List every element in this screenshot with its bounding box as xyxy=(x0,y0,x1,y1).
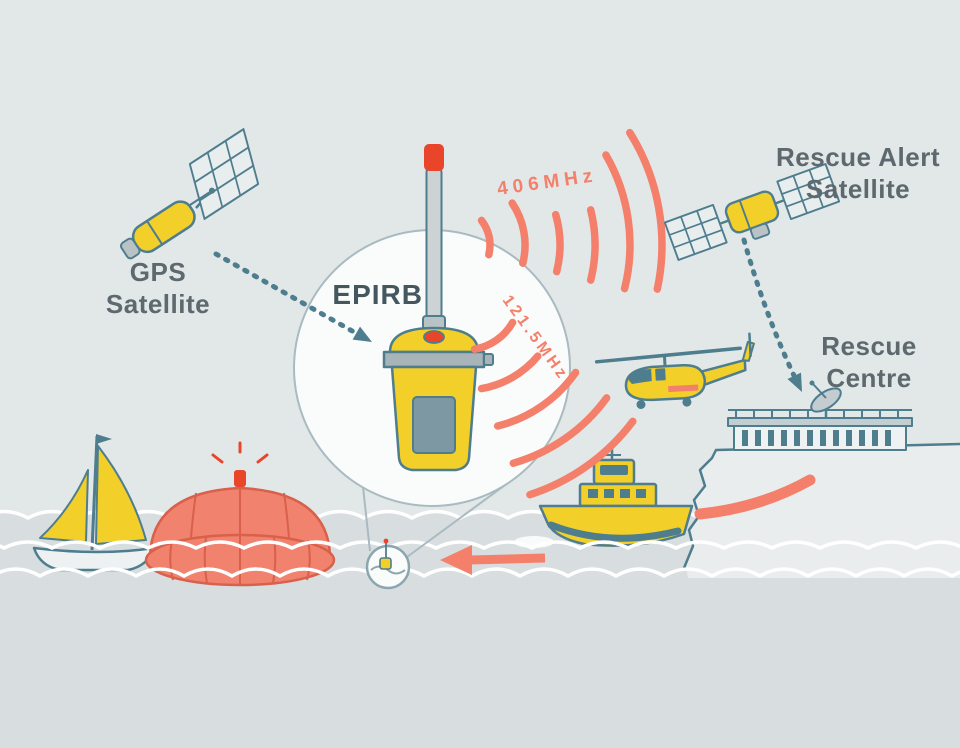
mini-wave xyxy=(370,565,406,575)
cliff xyxy=(686,444,960,578)
wave-line-low xyxy=(0,567,960,579)
epirb-device xyxy=(382,144,494,472)
rescue-dispatch-arrow xyxy=(694,474,816,520)
tail-rotor xyxy=(748,332,752,357)
epirb-antenna-tip xyxy=(424,144,444,171)
rotor-blade xyxy=(594,346,742,364)
gps-label-line2: Satellite xyxy=(106,289,210,319)
building-windows xyxy=(742,430,891,446)
raft-light-rays-icon xyxy=(211,441,269,464)
wave-line-mid xyxy=(0,540,960,550)
satellite-sensor xyxy=(749,222,771,240)
sailboat-hull xyxy=(32,546,156,572)
sail-fore xyxy=(95,445,147,545)
side-window xyxy=(655,368,666,381)
signal-arcs-121 xyxy=(470,318,637,499)
mini-beacon-tip xyxy=(383,538,389,544)
epirb-collar-band xyxy=(382,350,486,369)
rescue-alert-satellite-icon xyxy=(663,163,841,261)
rescue-centre-label-line1: Rescue xyxy=(821,331,917,361)
sail-aft xyxy=(39,469,89,543)
gps-label-line1: GPS xyxy=(130,257,186,287)
gps-satellite-icon xyxy=(120,127,260,260)
rescue-centre-label-line2: Centre xyxy=(826,363,911,393)
epirb-label: EPIRB xyxy=(332,279,423,310)
epirb-side-tab xyxy=(483,353,494,366)
front-wheel xyxy=(636,400,646,410)
cabin-windows xyxy=(588,489,646,498)
mini-beacon-body xyxy=(379,557,392,570)
wheelhouse-window xyxy=(600,465,628,475)
rescue-centre xyxy=(682,380,960,578)
satellite-to-centre-arrow xyxy=(741,237,802,392)
epirb-label-plate xyxy=(412,396,456,454)
rescue-boat xyxy=(514,443,694,548)
sailboat xyxy=(32,434,156,572)
raft-beacon-light xyxy=(234,470,246,487)
right-solar-panel xyxy=(776,163,841,220)
raft-tube-seams xyxy=(169,536,311,585)
rear-wheel xyxy=(682,397,692,407)
rescue-alert-label-line2: Satellite xyxy=(806,174,910,204)
gps-link-arrow xyxy=(213,251,372,342)
signal-arcs-406 xyxy=(477,128,666,293)
rescue-alert-label-line1: Rescue Alert xyxy=(776,142,940,172)
locate-beacon-arrow xyxy=(440,545,546,575)
cockpit-window xyxy=(628,368,652,384)
epirb-antenna xyxy=(425,167,443,319)
boat-waterline xyxy=(547,521,682,542)
epirb-activation-button xyxy=(423,330,445,344)
helicopter xyxy=(594,332,755,410)
left-solar-panel xyxy=(663,204,728,261)
sailboat-flag xyxy=(96,434,112,444)
helicopter-stripe xyxy=(668,384,699,393)
satellite-dish-icon xyxy=(809,380,842,418)
cliff-outline xyxy=(682,442,960,569)
building-roof xyxy=(727,417,913,427)
